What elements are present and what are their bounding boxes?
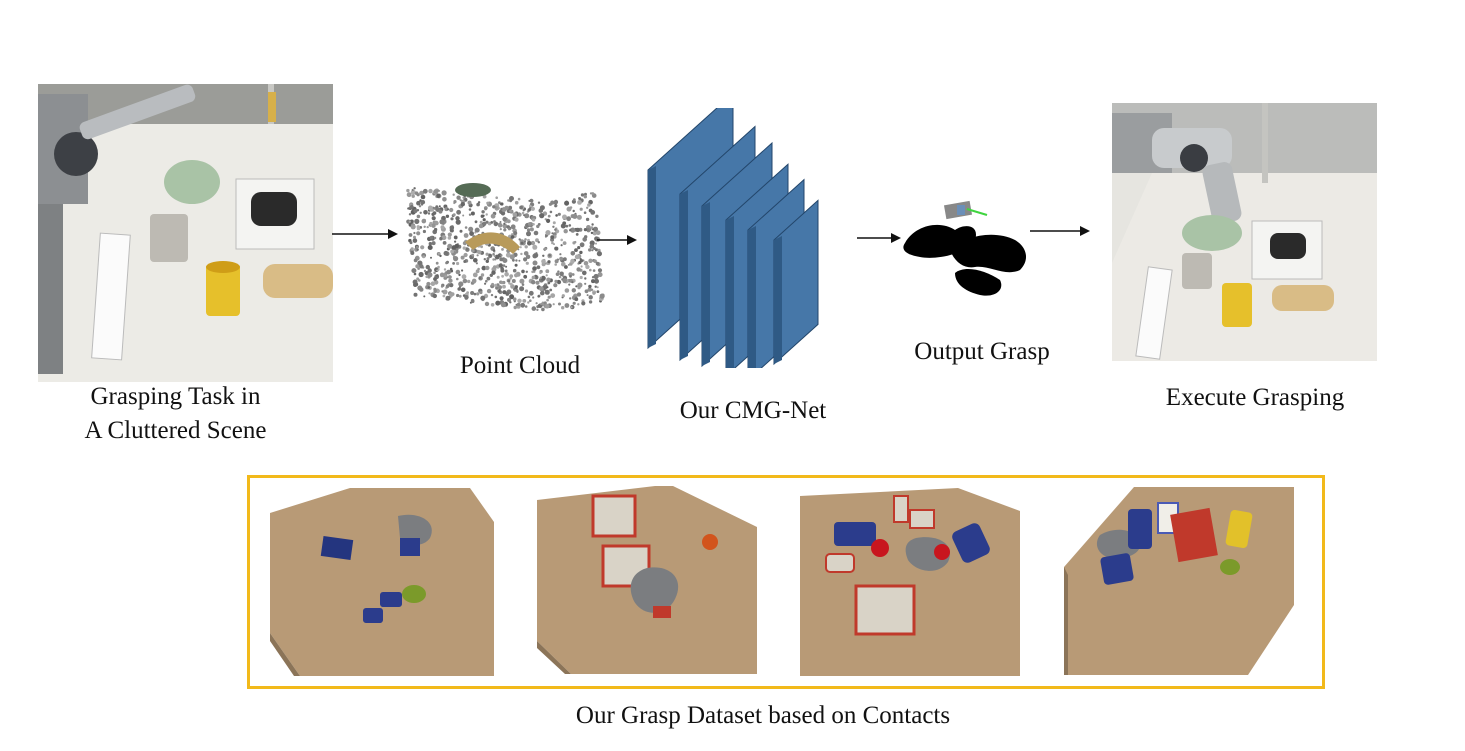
cluttered-scene-photo [38, 84, 333, 382]
grasp-dataset-frame [247, 475, 1325, 689]
scene-caption-line1: Grasping Task in [90, 383, 261, 410]
execute-caption: Execute Grasping [1165, 384, 1345, 411]
execute-grasping-photo [1112, 103, 1377, 361]
point-cloud-caption: Point Cloud [459, 352, 581, 379]
dataset-sample-2 [537, 486, 757, 674]
output-caption: Output Grasp [914, 338, 1050, 365]
scene-caption-line2: A Cluttered Scene [84, 417, 267, 444]
point-cloud-image [395, 172, 605, 314]
dataset-sample-4 [1064, 487, 1294, 675]
dataset-caption: Our Grasp Dataset based on Contacts [575, 702, 951, 729]
arrow-right-icon [1030, 226, 1090, 236]
output-grasp-image [895, 195, 1030, 303]
dataset-sample-1 [270, 488, 494, 676]
cmg-net-layers [647, 108, 819, 368]
network-caption: Our CMG-Net [679, 397, 827, 424]
dataset-sample-3 [800, 488, 1020, 676]
arrow-right-icon [332, 229, 398, 239]
arrow-right-icon [857, 233, 901, 243]
arrow-right-icon [597, 235, 637, 245]
